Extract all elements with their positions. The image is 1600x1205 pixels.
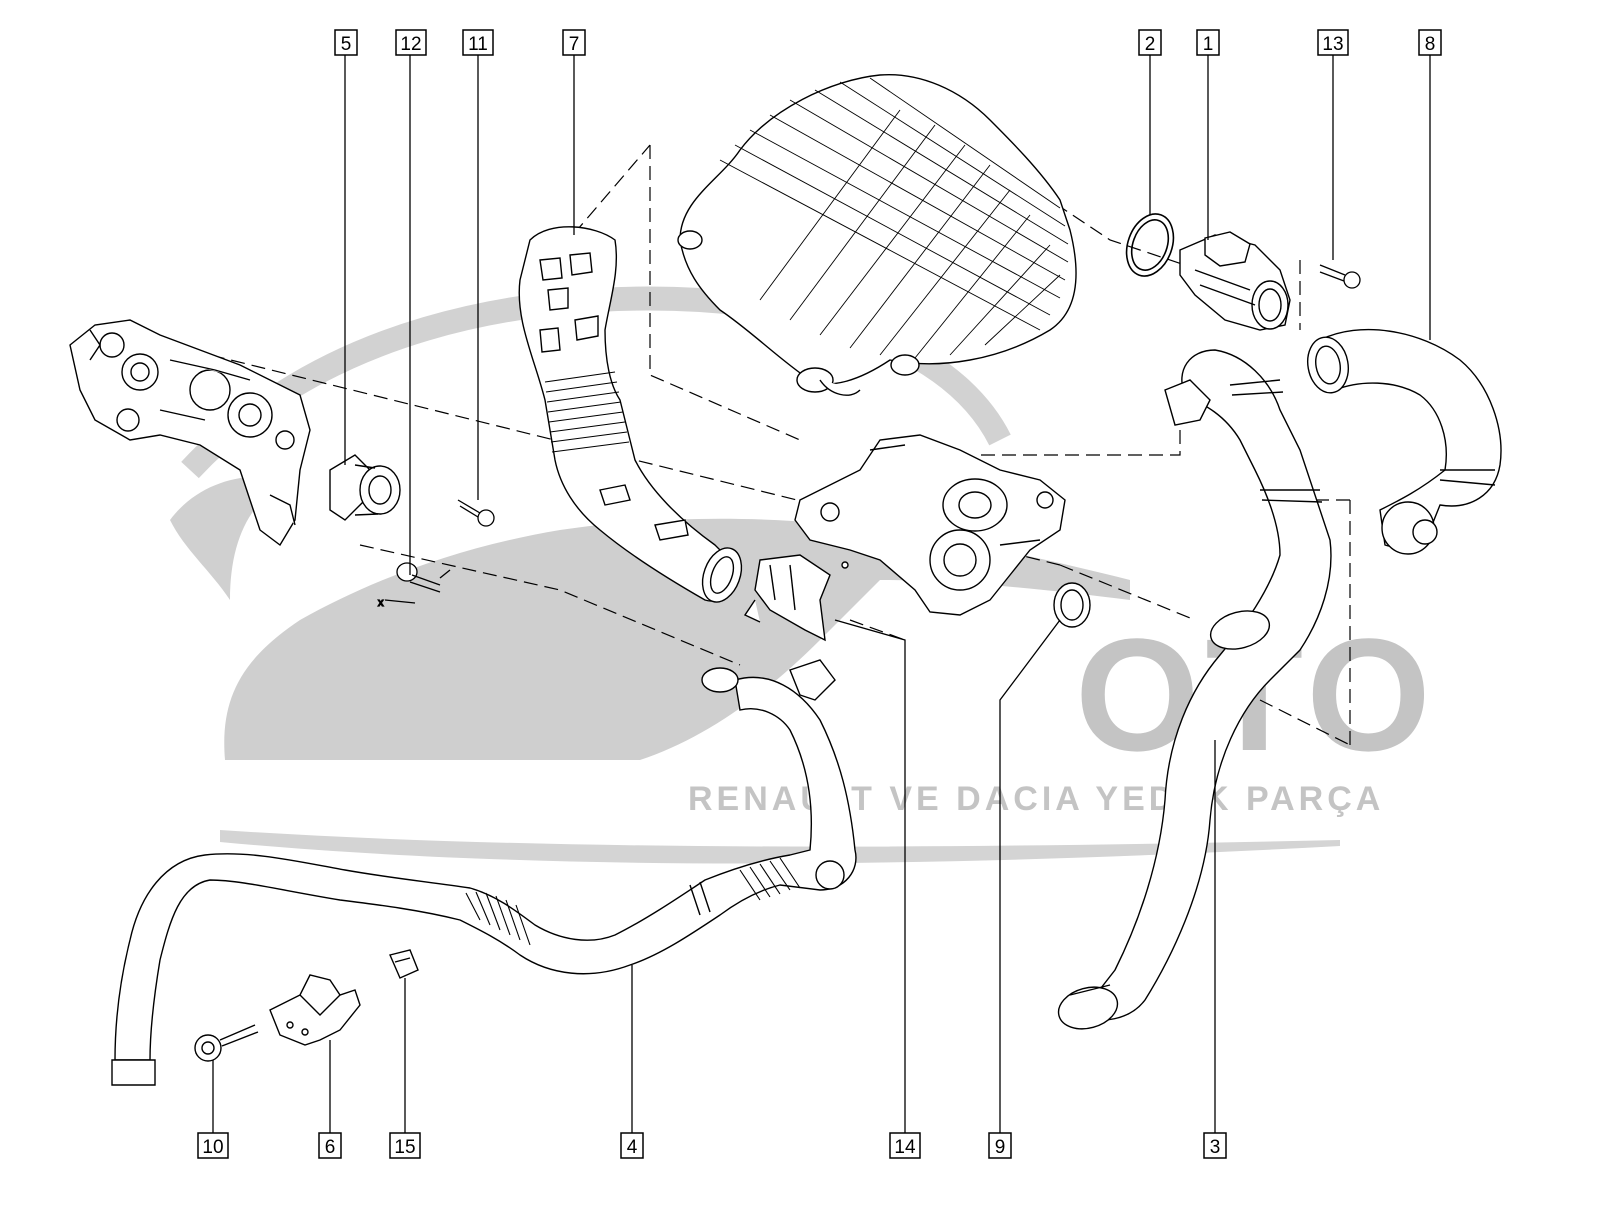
callout-14: 14 (889, 1132, 921, 1159)
svg-text:14: 14 (894, 1137, 916, 1158)
part-7-air-duct (518, 226, 743, 603)
svg-text:11: 11 (468, 34, 488, 55)
part-4-long-hose (111, 659, 857, 1086)
marker-x-label: x (378, 597, 384, 609)
watermark-swoosh-top (181, 286, 1011, 479)
callout-11: 11 (462, 29, 494, 56)
svg-text:7: 7 (569, 34, 580, 55)
callout-15: 15 (389, 1132, 421, 1159)
part-3-long-hose (1057, 349, 1332, 1030)
part-13-screw (1319, 264, 1361, 289)
turbocharger (794, 434, 1066, 616)
watermark-tagline: RENAULT VE DACIA YEDEK PARÇA (688, 780, 1384, 818)
callout-13: 13 (1317, 29, 1349, 56)
callout-4: 4 (620, 1132, 644, 1159)
leader-lines (212, 55, 1431, 1133)
callout-2: 2 (1138, 29, 1162, 56)
svg-text:4: 4 (627, 1137, 638, 1158)
callout-8: 8 (1418, 29, 1442, 56)
part-11-screw (457, 499, 495, 527)
callout-6: 6 (318, 1132, 342, 1159)
part-12-stud-nut: x (377, 562, 451, 610)
svg-text:1: 1 (1203, 34, 1214, 55)
svg-text:9: 9 (995, 1137, 1006, 1158)
svg-text:10: 10 (202, 1137, 223, 1158)
callout-12: 12 (395, 29, 427, 56)
callout-1: 1 (1196, 29, 1220, 56)
part-14-bracket (743, 554, 849, 642)
svg-text:8: 8 (1425, 34, 1436, 55)
part-2-o-ring (1125, 213, 1175, 277)
callout-3: 3 (1203, 1132, 1227, 1159)
callout-10: 10 (197, 1132, 229, 1159)
svg-text:12: 12 (400, 34, 421, 55)
callout-5: 5 (334, 29, 358, 56)
part-5-seal-connector (329, 454, 401, 521)
intake-manifold (677, 73, 1077, 396)
callout-9: 9 (988, 1132, 1012, 1159)
part-6-bracket (269, 974, 361, 1046)
svg-text:15: 15 (394, 1137, 415, 1158)
svg-text:5: 5 (341, 34, 352, 55)
part-10-bolt (194, 1024, 259, 1062)
watermark-swoosh-flame (170, 476, 290, 600)
part-9-ring-seal (1053, 582, 1091, 628)
svg-text:2: 2 (1145, 34, 1156, 55)
svg-text:13: 13 (1322, 34, 1343, 55)
svg-text:3: 3 (1210, 1137, 1221, 1158)
part-8-curved-hose (1307, 328, 1502, 555)
throttle-body-assembly (69, 319, 311, 547)
callout-7: 7 (562, 29, 586, 56)
svg-text:6: 6 (325, 1137, 336, 1158)
watermark-underline (220, 830, 1340, 864)
part-1-air-flow-meter (1179, 231, 1291, 331)
part-15-clip (389, 949, 419, 979)
